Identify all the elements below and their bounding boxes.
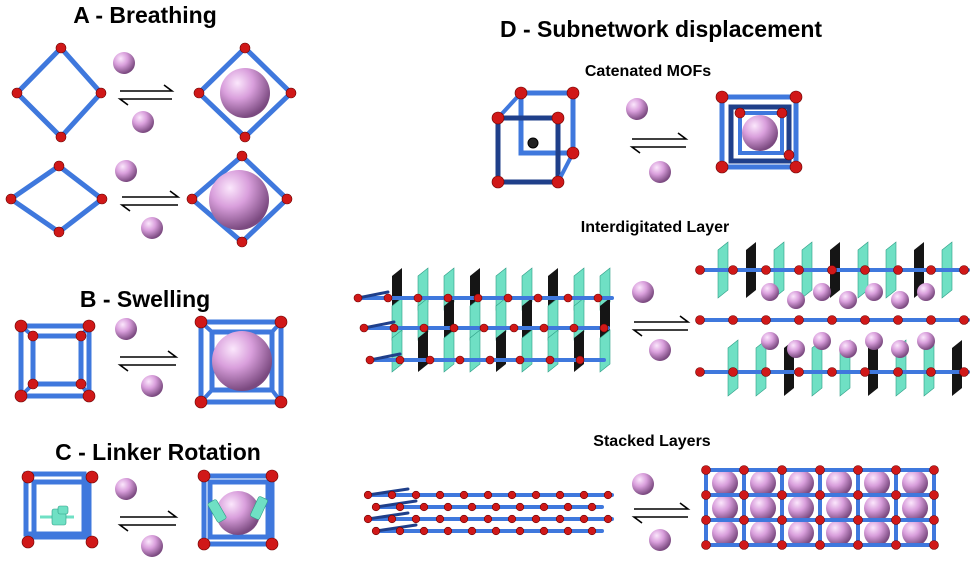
cube-framework-rotated-rotor-with-guest	[197, 469, 279, 551]
guest-molecule	[649, 339, 671, 361]
guest-molecule	[891, 291, 909, 309]
interdigitated-layers-collapsed	[353, 267, 614, 373]
guest-molecule	[632, 281, 654, 303]
equilibrium-arrows	[117, 84, 175, 106]
guest-molecule	[917, 332, 935, 350]
catenated-row	[491, 86, 803, 189]
guest-molecule	[141, 375, 163, 397]
rhombus-framework-narrow	[11, 42, 107, 143]
equilibrium-arrows	[631, 315, 691, 337]
interdigitated-layers-expanded-with-guests	[695, 241, 970, 397]
catenated-framework-offset	[491, 86, 580, 189]
guest-molecule	[839, 340, 857, 358]
guest-molecule	[750, 495, 776, 521]
guest-molecule	[864, 470, 890, 496]
guest-molecule	[902, 470, 928, 496]
guest-molecule	[132, 111, 154, 133]
guest-molecule	[632, 473, 654, 495]
guest-molecule	[712, 520, 738, 546]
guest-molecule	[113, 52, 135, 74]
guest-molecule	[115, 318, 137, 340]
guest-molecule	[712, 470, 738, 496]
equilibrium-arrows	[117, 350, 179, 372]
guest-molecule	[787, 340, 805, 358]
rotor-linker-rotated	[207, 499, 227, 523]
guest-molecule	[141, 535, 163, 557]
linker-rotation-row	[21, 469, 279, 557]
guest-molecule	[115, 160, 137, 182]
guest-molecule	[839, 291, 857, 309]
cube-framework-small	[14, 319, 96, 403]
guest-molecule	[788, 470, 814, 496]
guest-molecule	[141, 217, 163, 239]
guest-molecule	[864, 520, 890, 546]
guest-molecule	[813, 283, 831, 301]
guest-molecule	[917, 283, 935, 301]
guest-molecule	[750, 470, 776, 496]
cube-framework-with-rotor	[21, 470, 99, 549]
panel-b-title: B - Swelling	[80, 286, 210, 312]
guest-molecule	[826, 520, 852, 546]
guest-molecule	[787, 291, 805, 309]
guest-molecule-inside	[212, 331, 272, 391]
guest-molecule	[826, 470, 852, 496]
cube-framework-swollen-with-guest	[194, 315, 288, 409]
interdigitated-row	[353, 241, 970, 397]
guest-molecule	[813, 332, 831, 350]
rhombus-framework-open-with-guest	[193, 42, 297, 143]
stacked-layers-compact	[363, 487, 614, 536]
equilibrium-arrows	[117, 510, 179, 532]
guest-molecule	[902, 520, 928, 546]
guest-molecule	[761, 283, 779, 301]
guest-molecule	[750, 520, 776, 546]
guest-molecule	[865, 283, 883, 301]
guest-molecule	[865, 332, 883, 350]
guest-molecule	[649, 161, 671, 183]
guest-molecule	[761, 332, 779, 350]
breathing-row-1	[11, 42, 297, 143]
panel-a-title: A - Breathing	[73, 2, 217, 28]
guest-molecule-inside	[216, 491, 260, 535]
guest-molecule	[626, 98, 648, 120]
catenated-framework-displaced-with-guest	[715, 90, 803, 174]
stacked-layers-expanded-with-guests	[701, 465, 939, 550]
guest-molecule	[891, 340, 909, 358]
guest-molecule-inside	[220, 68, 270, 118]
equilibrium-arrows	[629, 132, 689, 154]
guest-molecule	[826, 495, 852, 521]
guest-molecule	[788, 495, 814, 521]
guest-molecule	[649, 529, 671, 551]
breathing-row-2	[5, 150, 293, 248]
equilibrium-arrows	[631, 502, 691, 524]
swelling-row	[14, 315, 288, 409]
guest-molecule-inside	[209, 170, 269, 230]
guest-molecule	[712, 495, 738, 521]
stacked-layers-label: Stacked Layers	[593, 433, 711, 450]
rhombus-framework-flat	[5, 160, 108, 238]
rhombus-framework-expanded-with-guest	[186, 150, 293, 248]
guest-molecule	[788, 520, 814, 546]
guest-molecule	[902, 495, 928, 521]
guest-molecule-inside	[742, 115, 778, 151]
guest-molecule	[115, 478, 137, 500]
catenated-mofs-label: Catenated MOFs	[585, 63, 711, 80]
panel-d-title: D - Subnetwork displacement	[500, 16, 822, 42]
interdigitated-layer-label: Interdigitated Layer	[581, 219, 729, 236]
panel-c-title: C - Linker Rotation	[55, 439, 261, 465]
stacked-row	[363, 465, 939, 551]
guest-molecule	[864, 495, 890, 521]
equilibrium-arrows	[119, 190, 181, 212]
